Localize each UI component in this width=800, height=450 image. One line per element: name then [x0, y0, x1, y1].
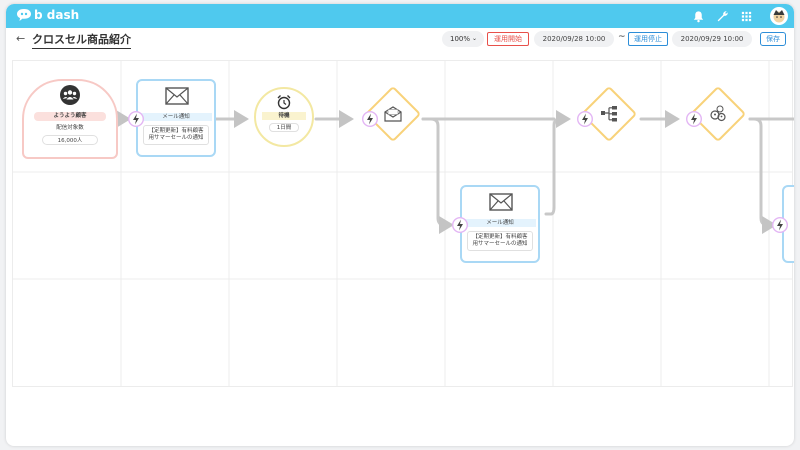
top-bar: b dash [6, 4, 794, 28]
grid-menu-icon[interactable] [740, 10, 753, 23]
mail-label: メール通知 [140, 113, 212, 121]
logo-bubble-icon [17, 9, 31, 21]
lightning-icon[interactable] [577, 111, 593, 127]
mail-label: メール通知 [464, 219, 536, 227]
envelope-icon [165, 87, 189, 105]
lightning-icon[interactable] [452, 217, 468, 233]
wait-node[interactable]: 待機 1日間 [254, 87, 314, 147]
flow-canvas[interactable]: ようよう顧客 配信対象数 16,000人 メール通知 【定期更新】有料顧客用サマ… [6, 54, 794, 446]
status-active-button[interactable]: 運用開始 [487, 32, 529, 46]
mail-node[interactable]: メール通知 【定期更新】有料顧客用サマーセールの通知 [136, 79, 216, 157]
logo[interactable]: b dash [16, 8, 79, 22]
range-separator: ~ [618, 32, 626, 42]
status-stop-button[interactable]: 運用停止 [628, 32, 668, 46]
people-chat-icon [710, 105, 726, 122]
user-avatar[interactable] [770, 7, 788, 25]
zoom-value: 100% [450, 35, 471, 43]
logo-text: b dash [34, 8, 80, 22]
wait-duration: 1日間 [269, 123, 299, 132]
start-datetime-field[interactable]: 2020/09/28 10:00 [534, 31, 614, 47]
save-button[interactable]: 保存 [760, 32, 786, 46]
toolbar: ← クロスセル商品紹介 100% ⌄ 運用開始 2020/09/28 10:00… [6, 28, 794, 50]
segment-count-value: 16,000人 [42, 135, 98, 145]
lightning-icon[interactable] [128, 111, 144, 127]
segment-name: ようよう顧客 [34, 112, 106, 121]
branch-tree-icon [601, 106, 617, 122]
alarm-clock-icon [277, 95, 291, 110]
chevron-down-icon: ⌄ [471, 35, 477, 42]
mail-node[interactable]: メール通知 【定期更新】有料顧客用サマーセールの通知 [460, 185, 540, 263]
mail-body: 【定期更新】有料顧客用サマーセールの通知 [467, 231, 533, 251]
users-icon [60, 85, 80, 105]
envelope-open-icon [384, 106, 402, 122]
connectors [116, 110, 794, 234]
mail-body: 【定期更新】有料顧客用サマーセールの通知 [143, 125, 209, 145]
lightning-icon[interactable] [686, 111, 702, 127]
avatar-image [771, 8, 787, 24]
back-arrow-icon[interactable]: ← [16, 32, 26, 45]
wait-label: 待機 [262, 112, 306, 120]
lightning-icon[interactable] [772, 217, 788, 233]
envelope-icon [489, 193, 513, 211]
page-title[interactable]: クロスセル商品紹介 [32, 31, 131, 49]
bell-icon[interactable] [692, 10, 705, 23]
end-datetime-field[interactable]: 2020/09/29 10:00 [672, 31, 752, 47]
zoom-select[interactable]: 100% ⌄ [442, 31, 484, 47]
segment-count-label: 配信対象数 [56, 125, 84, 131]
lightning-icon[interactable] [362, 111, 378, 127]
app-window: b dash ← クロスセル商品紹介 [6, 4, 794, 446]
segment-node[interactable]: ようよう顧客 配信対象数 16,000人 [22, 79, 118, 159]
wrench-icon[interactable] [716, 10, 729, 23]
